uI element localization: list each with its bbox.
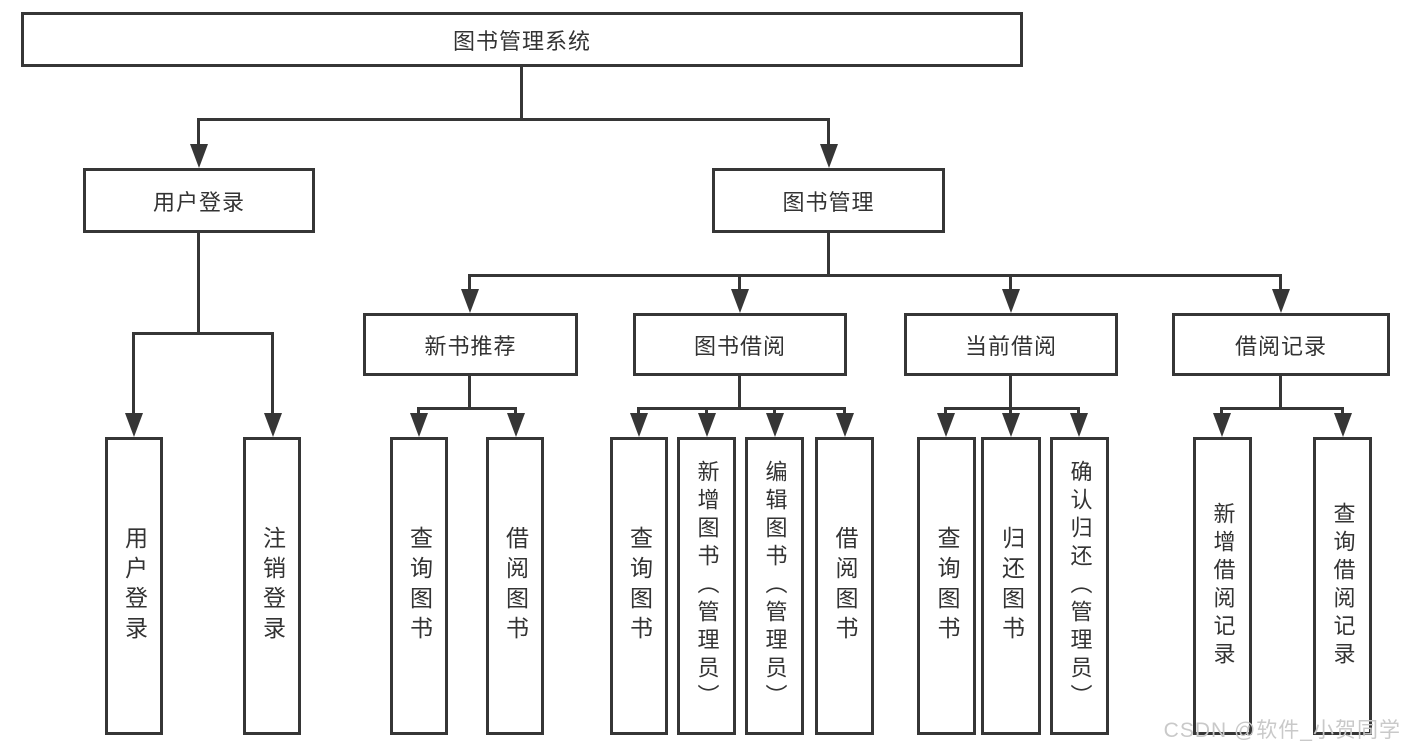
- connector-drop-user-login: [197, 118, 200, 148]
- connector-book-mgmt-stem: [827, 233, 830, 277]
- connector-book-borrow-stem: [738, 376, 741, 410]
- arrowhead-book-mgmt: [820, 144, 838, 168]
- connector-drop-bb-add: [705, 407, 708, 416]
- connector-book-borrow-bus: [637, 407, 846, 410]
- arrowhead-bb-borrow: [836, 413, 854, 437]
- connector-level3-bus: [468, 274, 1282, 277]
- node-user-login: 用户登录: [83, 168, 315, 233]
- arrowhead-cb-query: [937, 413, 955, 437]
- connector-user-login-stem: [197, 233, 200, 335]
- leaf-br-add-record: 新增借阅记录: [1193, 437, 1252, 735]
- connector-drop-br-query: [1341, 407, 1344, 416]
- node-book-management: 图书管理: [712, 168, 945, 233]
- node-borrowing-records: 借阅记录: [1172, 313, 1390, 376]
- connector-current-borrow-stem: [1009, 376, 1012, 410]
- arrowhead-current-borrow: [1002, 289, 1020, 313]
- connector-drop-borrow-record: [1279, 274, 1282, 291]
- connector-drop-leaf-login: [132, 332, 135, 414]
- connector-level2-bus: [197, 118, 830, 121]
- connector-drop-bb-edit: [773, 407, 776, 416]
- connector-user-login-bus: [132, 332, 274, 335]
- connector-drop-book-borrow: [738, 274, 741, 291]
- connector-borrow-record-stem: [1279, 376, 1282, 410]
- arrowhead-book-borrow: [731, 289, 749, 313]
- leaf-bb-add-books-admin: 新增图书（管理员）: [677, 437, 736, 735]
- leaf-nb-query-books: 查询图书: [390, 437, 448, 735]
- connector-drop-bb-query: [637, 407, 640, 416]
- arrowhead-br-query: [1334, 413, 1352, 437]
- arrowhead-cb-confirm: [1070, 413, 1088, 437]
- node-current-borrowing: 当前借阅: [904, 313, 1118, 376]
- connector-current-borrow-bus: [944, 407, 1080, 410]
- leaf-cb-query-books: 查询图书: [917, 437, 976, 735]
- arrowhead-br-add: [1213, 413, 1231, 437]
- connector-drop-nb-query: [417, 407, 420, 416]
- connector-drop-current-borrow: [1009, 274, 1012, 291]
- arrowhead-bb-query: [630, 413, 648, 437]
- leaf-br-query-record: 查询借阅记录: [1313, 437, 1372, 735]
- connector-drop-leaf-logout: [271, 332, 274, 414]
- leaf-logout: 注销登录: [243, 437, 301, 735]
- leaf-cb-confirm-return-admin: 确认归还（管理员）: [1050, 437, 1109, 735]
- node-new-book-recommend: 新书推荐: [363, 313, 578, 376]
- connector-drop-cb-confirm: [1077, 407, 1080, 416]
- leaf-bb-edit-books-admin: 编辑图书（管理员）: [745, 437, 804, 735]
- arrowhead-nb-query: [410, 413, 428, 437]
- arrowhead-leaf-logout: [264, 413, 282, 437]
- node-root: 图书管理系统: [21, 12, 1023, 67]
- connector-new-book-bus: [417, 407, 517, 410]
- connector-drop-book-mgmt: [827, 118, 830, 148]
- leaf-nb-borrow-books: 借阅图书: [486, 437, 544, 735]
- connector-drop-cb-query: [944, 407, 947, 416]
- connector-drop-new-book: [468, 274, 471, 291]
- arrowhead-user-login: [190, 144, 208, 168]
- connector-drop-bb-borrow: [843, 407, 846, 416]
- arrowhead-cb-return: [1002, 413, 1020, 437]
- leaf-bb-query-books: 查询图书: [610, 437, 668, 735]
- connector-drop-cb-return: [1009, 407, 1012, 416]
- leaf-user-login: 用户登录: [105, 437, 163, 735]
- arrowhead-bb-edit: [766, 413, 784, 437]
- leaf-cb-return-books: 归还图书: [981, 437, 1041, 735]
- arrowhead-borrow-record: [1272, 289, 1290, 313]
- connector-drop-nb-borrow: [514, 407, 517, 416]
- connector-new-book-stem: [468, 376, 471, 410]
- connector-drop-br-add: [1220, 407, 1223, 416]
- csdn-watermark: CSDN @软件_小贺同学: [1163, 719, 1401, 742]
- arrowhead-new-book: [461, 289, 479, 313]
- arrowhead-bb-add: [698, 413, 716, 437]
- arrowhead-nb-borrow: [507, 413, 525, 437]
- connector-borrow-record-bus: [1220, 407, 1344, 410]
- connector-root-stem: [520, 67, 523, 121]
- arrowhead-leaf-login: [125, 413, 143, 437]
- leaf-bb-borrow-books: 借阅图书: [815, 437, 874, 735]
- node-book-borrowing: 图书借阅: [633, 313, 847, 376]
